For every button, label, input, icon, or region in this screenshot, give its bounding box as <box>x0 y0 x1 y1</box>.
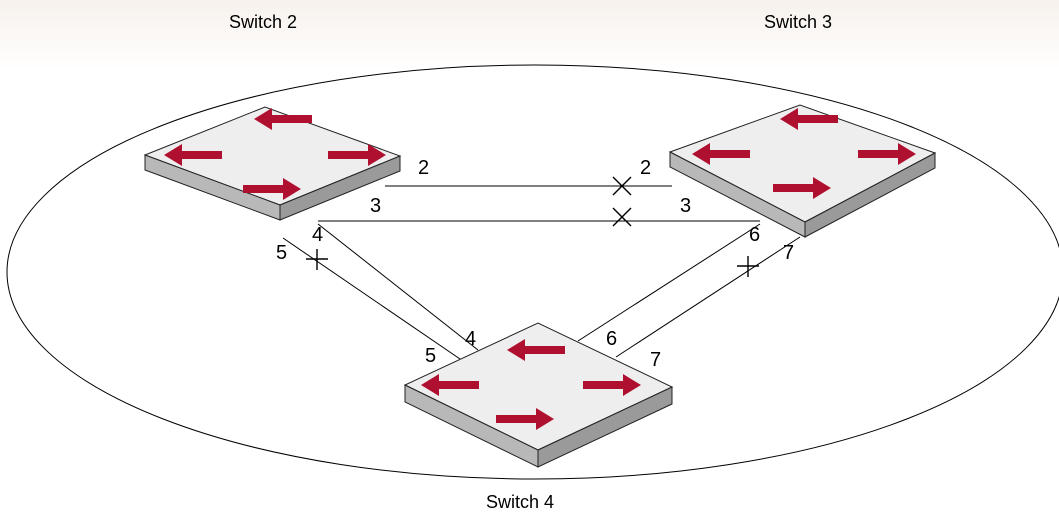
port-label-s3-p2: 2 <box>640 157 651 179</box>
link-port6 <box>577 223 761 342</box>
port-label-s4-p6: 6 <box>606 328 617 350</box>
port-label-s2-p4: 4 <box>312 224 323 246</box>
port-label-s4-p7: 7 <box>650 349 661 371</box>
port-label-s3-p7: 7 <box>783 242 794 264</box>
blocked-port3-marker <box>612 207 632 227</box>
port-label-s4-p5: 5 <box>425 345 436 367</box>
switch-4 <box>403 322 674 468</box>
link-port5 <box>282 237 461 360</box>
port-label-s2-p3: 3 <box>370 195 381 217</box>
blocked-port7-marker <box>737 256 759 277</box>
blocked-port5-marker <box>306 249 328 270</box>
switch-2-label: Switch 2 <box>229 12 297 32</box>
switch-4-label: Switch 4 <box>486 492 554 512</box>
network-boundary-ellipse <box>6 64 1059 480</box>
port-label-s3-p6: 6 <box>749 224 760 246</box>
switch-3 <box>668 104 937 238</box>
switch-3-label: Switch 3 <box>764 12 832 32</box>
port-label-s4-p4: 4 <box>465 328 476 350</box>
port-label-s2-p2: 2 <box>418 157 429 179</box>
port-label-s2-p5: 5 <box>276 242 287 264</box>
link-port4 <box>317 223 479 351</box>
switch-2 <box>143 106 402 221</box>
port-label-s3-p3: 3 <box>680 195 691 217</box>
link-port7 <box>615 236 801 358</box>
blocked-port2-marker <box>612 176 632 196</box>
